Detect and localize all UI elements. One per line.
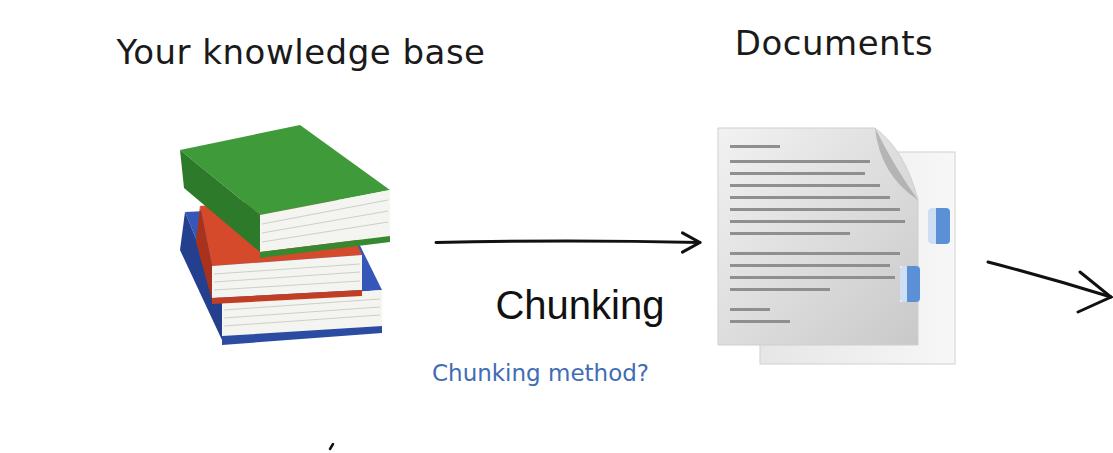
arrow-head [682, 233, 700, 252]
green-book [180, 125, 390, 258]
node-heading: Your knowledge base [116, 32, 485, 72]
illustrated-node: Documents [708, 125, 960, 367]
stray-mark [330, 444, 333, 449]
illustrated-node: Your knowledge base [172, 120, 430, 350]
note-label: Chunking method? [432, 360, 649, 386]
document-icon [718, 128, 955, 364]
node-heading: Documents [735, 23, 933, 63]
outgoing-arrow [988, 262, 1111, 312]
arrow-line [436, 241, 700, 243]
flow-arrow [436, 233, 700, 252]
edge-label: Chunking [491, 283, 668, 328]
